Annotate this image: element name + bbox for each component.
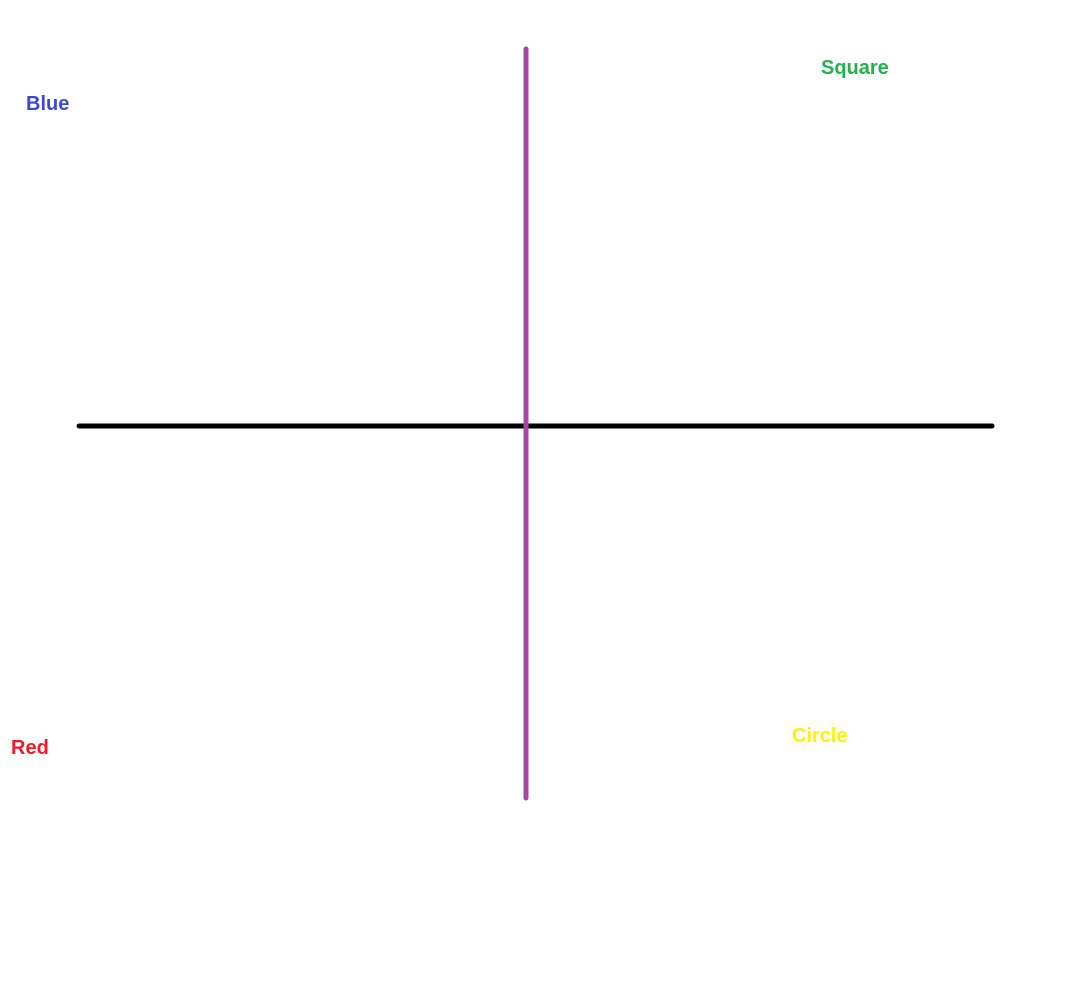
label-blue: Blue [26,93,70,115]
label-square: Square [821,57,889,79]
label-red: Red [11,737,49,759]
label-circle: Circle [792,725,848,747]
